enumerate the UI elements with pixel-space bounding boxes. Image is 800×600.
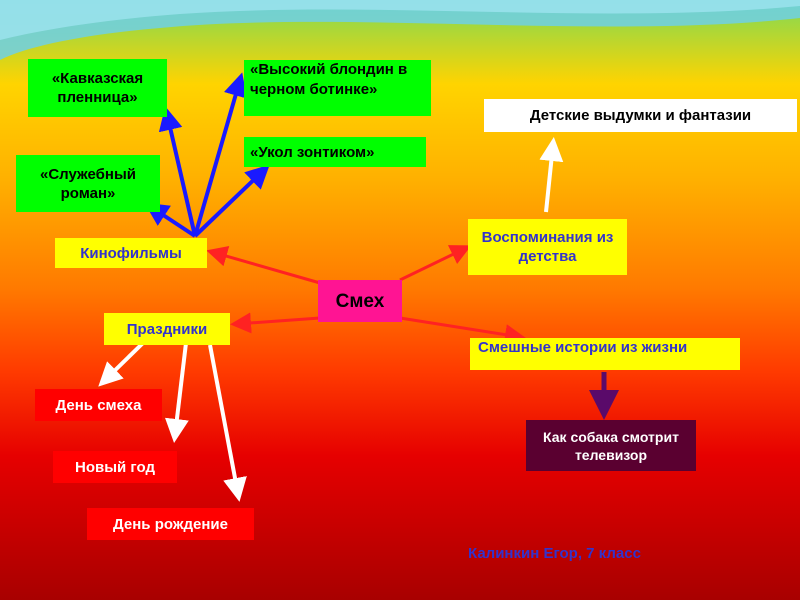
node-detskie-vydumki: Детские выдумки и фантазии <box>484 99 797 132</box>
node-vospominaniya: Воспоминания из детства <box>468 219 627 275</box>
node-novyy-god: Новый год <box>53 451 177 483</box>
node-kak-sobaka: Как собака смотрит телевизор <box>526 420 696 471</box>
arrow-holidays-to-smeha <box>98 341 145 387</box>
arrow-center-to-holidays <box>230 312 321 334</box>
arrow-center-to-stories <box>399 316 526 346</box>
node-sluzhebny-roman: «Служебный роман» <box>16 155 160 212</box>
node-ukol-zontikom: «Укол зонтиком» <box>244 137 426 167</box>
node-center-smeh: Смех <box>318 280 402 322</box>
node-den-smeha: День смеха <box>35 389 162 421</box>
arrow-memories-to-fantasies <box>539 137 564 213</box>
node-kavkazskaya-plennitsa: «Кавказская пленница» <box>28 59 167 117</box>
arrow-movies-to-ukol <box>193 164 270 238</box>
arrow-holidays-to-den-rozhdeniya <box>208 344 247 502</box>
author-caption: Калинкин Егор, 7 класс <box>468 545 641 562</box>
node-den-rozhdenie: День рождение <box>87 508 254 540</box>
arrow-holidays-to-novyy-god <box>164 342 189 443</box>
node-prazdniki: Праздники <box>104 313 230 345</box>
arrow-center-to-memories <box>399 245 472 282</box>
arrow-movies-to-kavkaz <box>158 106 197 237</box>
node-kinofilmy: Кинофильмы <box>55 238 207 268</box>
arrow-movies-to-blondin <box>193 72 248 237</box>
node-vysokiy-blondin: «Высокий блондин в черном ботинке» <box>244 60 431 116</box>
node-smeshnye-istorii: Смешные истории из жизни <box>470 338 740 370</box>
arrow-center-to-movies <box>206 246 321 285</box>
decorative-swoosh <box>0 0 800 60</box>
